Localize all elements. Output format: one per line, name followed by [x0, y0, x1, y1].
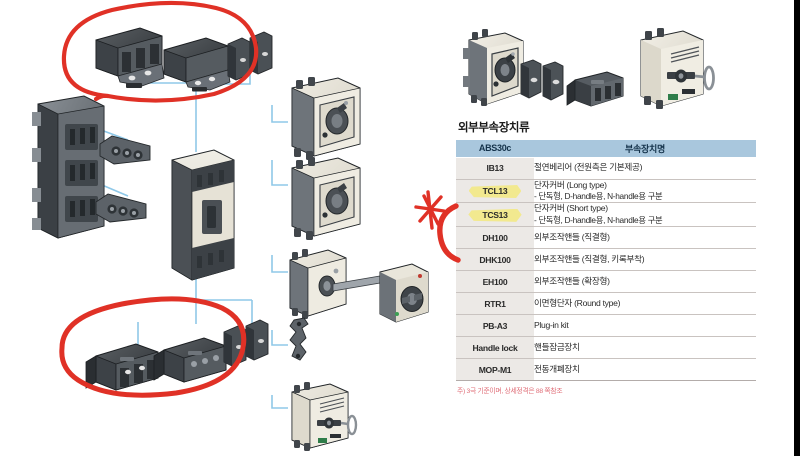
row-desc: 외부조작핸들 (확장형): [534, 270, 756, 294]
row-desc-main: 단자커버 (Short type): [534, 203, 608, 214]
row-desc: 절연베리어 (전원측은 기본제공): [534, 157, 756, 180]
row-code: DHK100: [456, 248, 534, 272]
photo-barrier-plate-a: [520, 59, 542, 99]
insulation-barrier-b: [249, 31, 273, 75]
round-terminal-lower: [95, 193, 147, 223]
terminal-cover-short-left: [85, 343, 159, 391]
table-footnote: 주) 3극 기준이며, 상세정격은 88 쪽참조: [457, 388, 563, 396]
table-row: TCS13 단자커버 (Short type) - 단독형, D-handle용…: [456, 202, 756, 228]
highlight-marker: TCL13: [474, 185, 517, 197]
molded-case-circuit-breaker: [171, 149, 235, 281]
row-desc: 핸들잠금장치: [534, 336, 756, 360]
extension-handle-with-shaft: [289, 249, 429, 323]
photo-barrier-plate-b: [542, 61, 564, 101]
row-code: MOP-M1: [456, 358, 534, 382]
row-desc: 외부조작핸들 (직결형, 키록부착): [534, 248, 756, 272]
motor-operator: [291, 382, 358, 451]
row-code: IB13: [456, 157, 534, 180]
row-desc-main: 외부조작핸들 (직결형): [534, 231, 610, 242]
photo-direct-handle-panel: [463, 29, 524, 106]
handle-lock: [289, 317, 309, 361]
photo-terminal-cover: [566, 71, 624, 107]
row-code: EH100: [456, 270, 534, 294]
right-edge-bar: [794, 0, 800, 456]
row-desc-main: 단자커버 (Long type): [534, 179, 607, 190]
insulation-barrier-d: [245, 319, 269, 361]
left-exploded-diagram: [32, 27, 429, 451]
row-code: TCL13: [456, 179, 534, 204]
row-code: PB-A3: [456, 314, 534, 338]
row-desc-sub: - 단독형, D-handle용, N-handle용 구분: [534, 215, 663, 226]
table-row: Handle lock 핸들잠금장치: [456, 336, 756, 360]
table-row: DHK100 외부조작핸들 (직결형, 키록부착): [456, 248, 756, 272]
table-title: 외부부속장치류: [458, 122, 530, 134]
table-row: IB13 절연베리어 (전원측은 기본제공): [456, 157, 756, 180]
highlight-marker: TCS13: [473, 209, 516, 221]
accessories-table-block: 외부부속장치류 ABS30c 부속장치명 IB13 절연베리어 (전원측은 기본…: [456, 122, 756, 395]
row-desc: Plug-in kit: [534, 314, 756, 338]
row-desc-main: 외부조작핸들 (확장형): [534, 275, 610, 286]
row-desc: 이면형단자 (Round type): [534, 292, 756, 316]
row-desc-sub: - 단독형, D-handle용, N-handle용 구분: [534, 191, 663, 202]
insulation-barrier-c: [223, 325, 247, 367]
table-row: EH100 외부조작핸들 (확장형): [456, 270, 756, 294]
row-desc-main: 전동개폐장치: [534, 363, 580, 374]
photo-motor-operator-unit: [640, 28, 715, 109]
row-desc-main: 핸들잠금장치: [534, 341, 580, 352]
table-header-row: ABS30c 부속장치명: [456, 139, 756, 158]
terminal-cover-short-right: [153, 337, 227, 383]
row-code: TCS13: [456, 202, 534, 228]
round-terminal-upper: [99, 135, 151, 165]
header-code: ABS30c: [456, 139, 534, 158]
direct-handle-upper: [291, 77, 361, 160]
insulation-barrier-a: [227, 37, 251, 81]
plug-in-base: [32, 95, 105, 239]
row-desc: 외부조작핸들 (직결형): [534, 226, 756, 250]
accessories-table: ABS30c 부속장치명 IB13 절연베리어 (전원측은 기본제공) TCL1…: [456, 139, 756, 382]
row-desc-main: Plug-in kit: [534, 319, 569, 330]
row-desc-main: 절연베리어 (전원측은 기본제공): [534, 162, 643, 173]
terminal-cover-long-left: [95, 27, 165, 88]
table-row: RTR1 이면형단자 (Round type): [456, 292, 756, 316]
table-row: PB-A3 Plug-in kit: [456, 314, 756, 338]
row-desc-main: 이면형단자 (Round type): [534, 297, 621, 308]
direct-handle-lower: [291, 157, 361, 240]
row-desc-main: 외부조작핸들 (직결형, 키록부착): [534, 253, 645, 264]
table-row: MOP-M1 전동개폐장치: [456, 358, 756, 382]
row-code: DH100: [456, 226, 534, 250]
row-code: RTR1: [456, 292, 534, 316]
row-desc: 단자커버 (Long type) - 단독형, D-handle용, N-han…: [534, 179, 756, 204]
row-desc: 전동개폐장치: [534, 358, 756, 382]
table-row: DH100 외부조작핸들 (직결형): [456, 226, 756, 250]
row-code: Handle lock: [456, 336, 534, 360]
row-desc: 단자커버 (Short type) - 단독형, D-handle용, N-ha…: [534, 202, 756, 228]
table-row: TCL13 단자커버 (Long type) - 단독형, D-handle용,…: [456, 179, 756, 204]
header-desc: 부속장치명: [534, 139, 756, 158]
table-body: IB13 절연베리어 (전원측은 기본제공) TCL13 단자커버 (Long …: [456, 157, 756, 382]
top-right-accessories-photo: [455, 18, 755, 123]
